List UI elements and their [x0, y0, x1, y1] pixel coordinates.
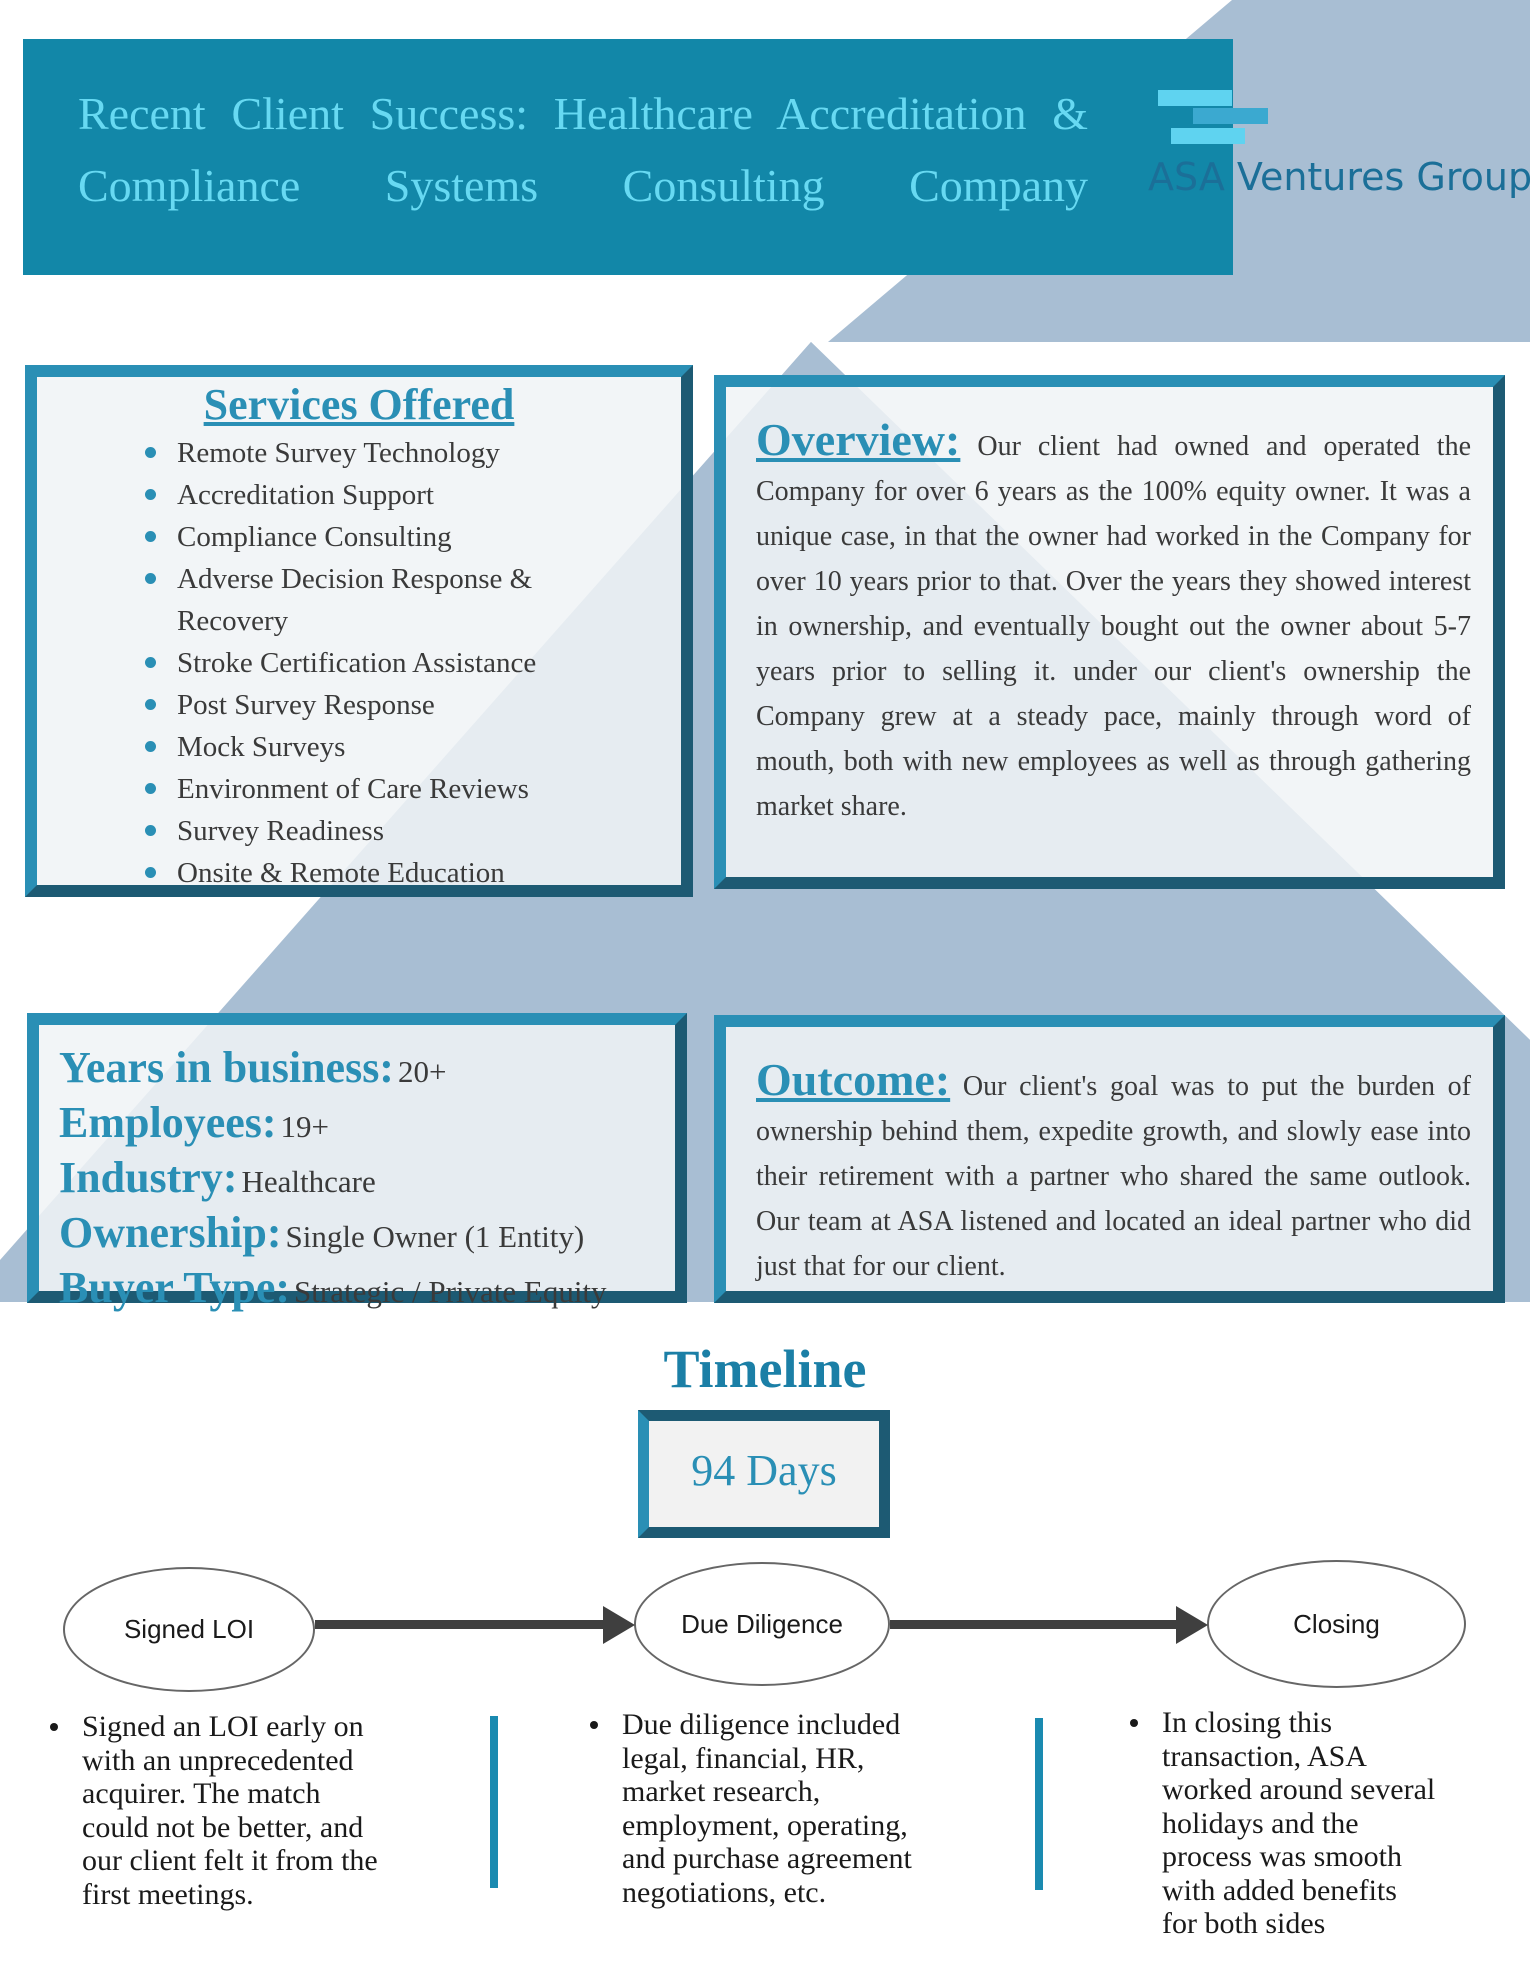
fact-ownership: Ownership: Single Owner (1 Entity) [59, 1208, 585, 1257]
outcome-paragraph: Outcome: Our client's goal was to put th… [756, 1057, 1471, 1289]
arrow-right-icon [603, 1606, 635, 1644]
fact-buyer-type: Buyer Type: Strategic / Private Equity [59, 1263, 607, 1312]
services-panel: Services Offered Remote Survey Technolog… [25, 365, 693, 897]
outcome-label: Outcome: [756, 1054, 951, 1105]
list-item: Signed an LOI early on with an unprecede… [48, 1710, 448, 1911]
stacked-bars-logo-icon [1158, 90, 1268, 148]
title-line-1: Recent Client Success: Healthcare Accred… [78, 88, 1088, 139]
page-title: Recent Client Success: Healthcare Accred… [78, 78, 1088, 222]
column-divider [490, 1716, 498, 1888]
duration-box: 94 Days [638, 1410, 890, 1538]
list-item: Stroke Certification Assistance [145, 642, 597, 684]
stage-label: Closing [1293, 1608, 1380, 1639]
list-item: Post Survey Response [145, 684, 597, 726]
stage-2-description: Due diligence included legal, financial,… [588, 1708, 988, 1909]
arrow-2-line [890, 1620, 1180, 1629]
overview-text: Our client had owned and operated the Co… [756, 431, 1472, 822]
stage-label: Due Diligence [681, 1608, 843, 1639]
duration-text: 94 Days [691, 1446, 837, 1495]
services-heading: Services Offered [203, 380, 515, 429]
stage-3-description: In closing this transaction, ASA worked … [1128, 1706, 1508, 1941]
company-facts-panel: Years in business: 20+ Employees: 19+ In… [27, 1013, 687, 1310]
list-item: Environment of Care Reviews [145, 768, 597, 810]
column-divider [1035, 1718, 1043, 1890]
header-band [23, 39, 1233, 275]
services-list: Remote Survey Technology Accreditation S… [145, 432, 597, 894]
list-item: Mock Surveys [145, 726, 597, 768]
title-line-2: Compliance Systems Consulting Company [78, 160, 1088, 211]
list-item: Due diligence included legal, financial,… [588, 1708, 988, 1909]
list-item: Survey Readiness [145, 810, 597, 852]
list-item: Accreditation Support [145, 474, 597, 516]
overview-label: Overview: [756, 414, 961, 465]
fact-industry: Industry: Healthcare [59, 1153, 376, 1202]
outcome-text: Our client's goal was to put the burden … [756, 1071, 1471, 1282]
stage-1-description: Signed an LOI early on with an unprecede… [48, 1710, 448, 1911]
fact-employees: Employees: 19+ [59, 1098, 330, 1147]
stage-due-diligence: Due Diligence [634, 1562, 890, 1686]
fact-years: Years in business: 20+ [59, 1043, 447, 1092]
stage-signed-loi: Signed LOI [63, 1567, 315, 1692]
brand-name: ASA Ventures Group [1148, 155, 1530, 199]
arrow-1-line [315, 1620, 607, 1629]
list-item: Remote Survey Technology [145, 432, 597, 474]
overview-panel: Overview: Our client had owned and opera… [714, 375, 1505, 889]
list-item: Compliance Consulting [145, 516, 597, 558]
timeline-title: Timeline [663, 1339, 867, 1399]
facts-list: Years in business: 20+ Employees: 19+ In… [59, 1045, 607, 1320]
arrow-right-icon [1176, 1606, 1208, 1644]
overview-paragraph: Overview: Our client had owned and opera… [756, 417, 1471, 829]
list-item: In closing this transaction, ASA worked … [1128, 1706, 1508, 1941]
stage-closing: Closing [1207, 1560, 1466, 1688]
list-item: Onsite & Remote Education [145, 852, 597, 894]
list-item: Adverse Decision Response & Recovery [145, 558, 597, 642]
stage-label: Signed LOI [123, 1614, 255, 1644]
outcome-panel: Outcome: Our client's goal was to put th… [714, 1015, 1505, 1303]
